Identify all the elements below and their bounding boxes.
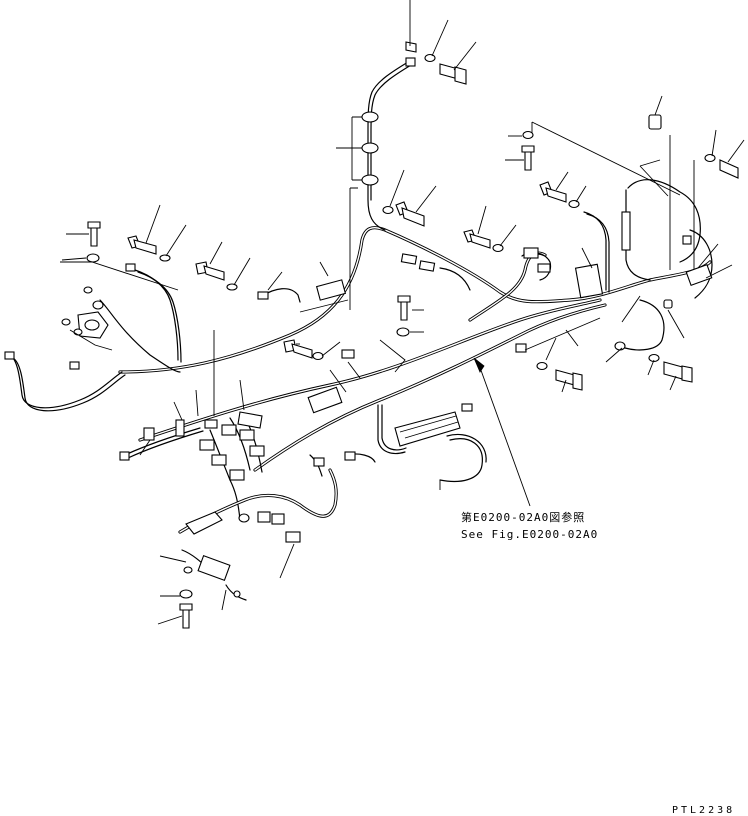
reference-label-en: See Fig.E0200-02A0 xyxy=(461,528,598,541)
main-connector-block xyxy=(119,330,338,579)
main-harness xyxy=(118,226,712,472)
left-harness xyxy=(4,263,182,412)
lower-harness xyxy=(309,403,487,490)
right-mid-connectors xyxy=(521,247,552,281)
lower-left-bolt-stack xyxy=(157,549,247,629)
top-bolt-group xyxy=(405,0,477,85)
center-connectors xyxy=(307,253,471,414)
left-bolt-group xyxy=(61,204,251,291)
left-mid-connectors xyxy=(257,261,349,313)
reference-label-jp: 第E0200-02A0図参照 xyxy=(461,510,585,524)
center-bolt-group xyxy=(283,169,517,361)
right-upper-group xyxy=(505,95,745,299)
top-harness-loop xyxy=(336,57,416,310)
relay-block xyxy=(394,411,461,447)
reference-leader xyxy=(473,357,531,507)
right-lower-group xyxy=(515,295,693,393)
left-bracket-cluster xyxy=(60,261,179,351)
drawing-code: PTL2238 xyxy=(672,805,735,816)
connector-left-end xyxy=(4,351,15,360)
